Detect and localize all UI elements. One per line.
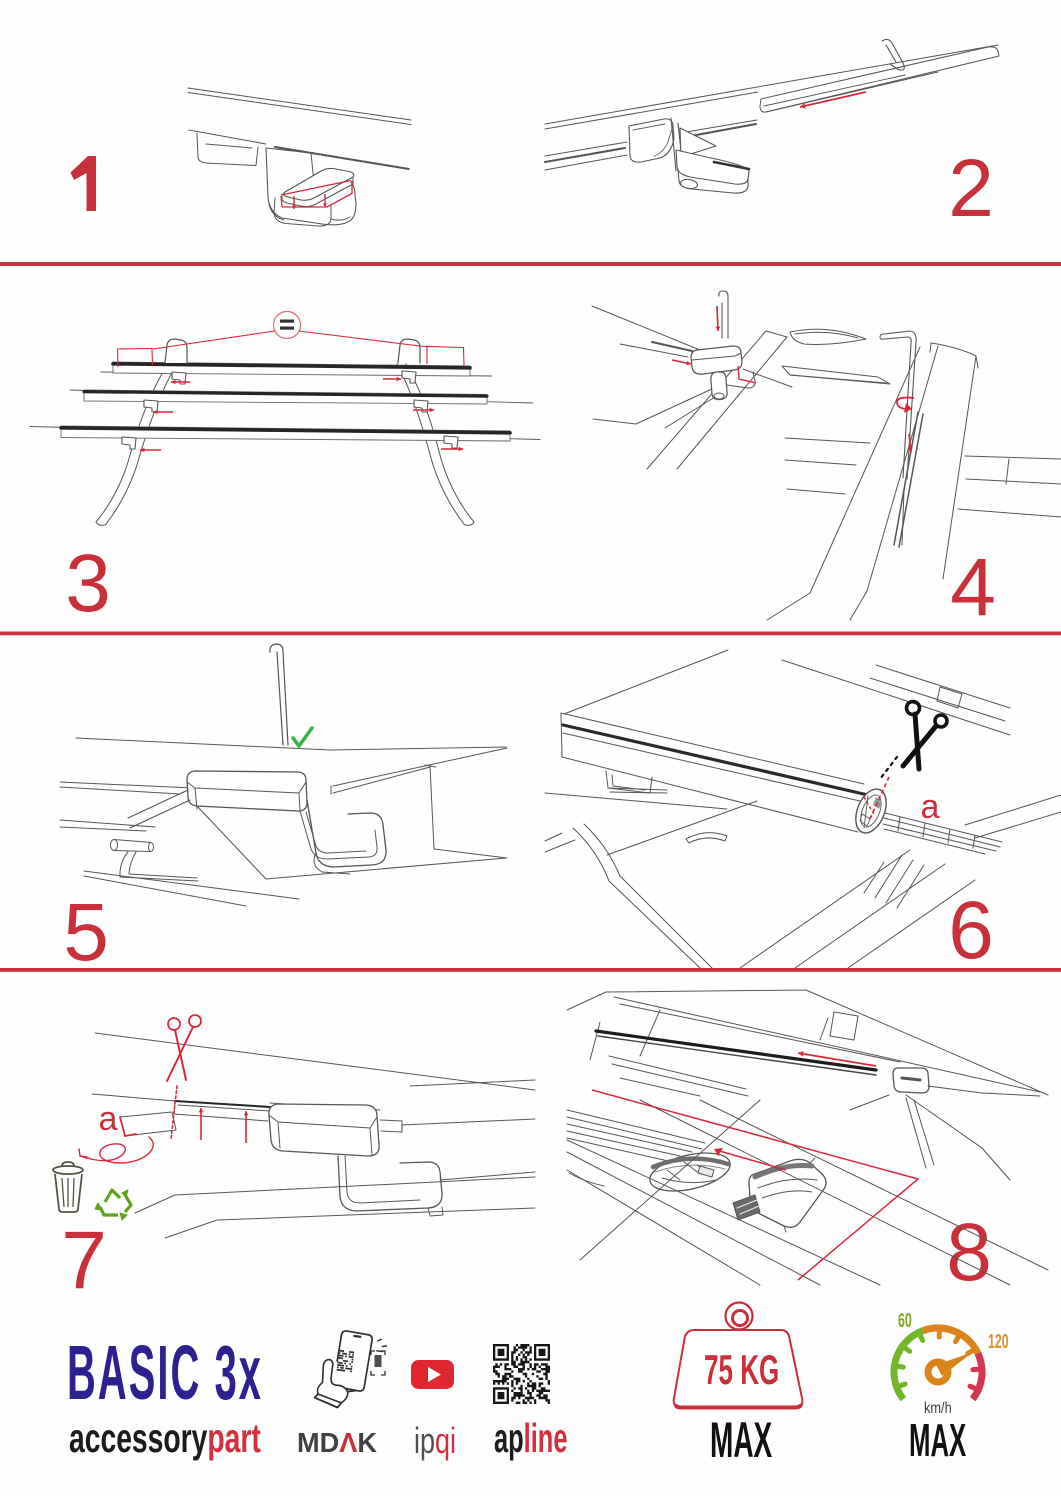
svg-text:a: a bbox=[99, 1100, 118, 1138]
svg-text:60: 60 bbox=[898, 1309, 912, 1332]
svg-text:accessorypart: accessorypart bbox=[69, 1416, 261, 1461]
svg-text:a: a bbox=[921, 788, 940, 826]
svg-text:BASIC 3x: BASIC 3x bbox=[67, 1329, 263, 1416]
svg-text:4: 4 bbox=[950, 542, 996, 633]
svg-text:6: 6 bbox=[948, 885, 994, 976]
svg-text:ipqi: ipqi bbox=[414, 1420, 456, 1461]
svg-text:MAX: MAX bbox=[909, 1414, 966, 1466]
svg-text:MAX: MAX bbox=[710, 1411, 772, 1468]
svg-text:MDΛK: MDΛK bbox=[297, 1427, 377, 1458]
svg-text:7: 7 bbox=[61, 1215, 107, 1306]
svg-text:8: 8 bbox=[946, 1207, 992, 1298]
svg-text:apline: apline bbox=[494, 1416, 567, 1462]
svg-text:75 KG: 75 KG bbox=[704, 1347, 779, 1394]
svg-text:120: 120 bbox=[988, 1330, 1009, 1353]
svg-text:2: 2 bbox=[948, 143, 994, 234]
svg-text:3: 3 bbox=[65, 538, 111, 629]
svg-text:5: 5 bbox=[63, 887, 109, 978]
